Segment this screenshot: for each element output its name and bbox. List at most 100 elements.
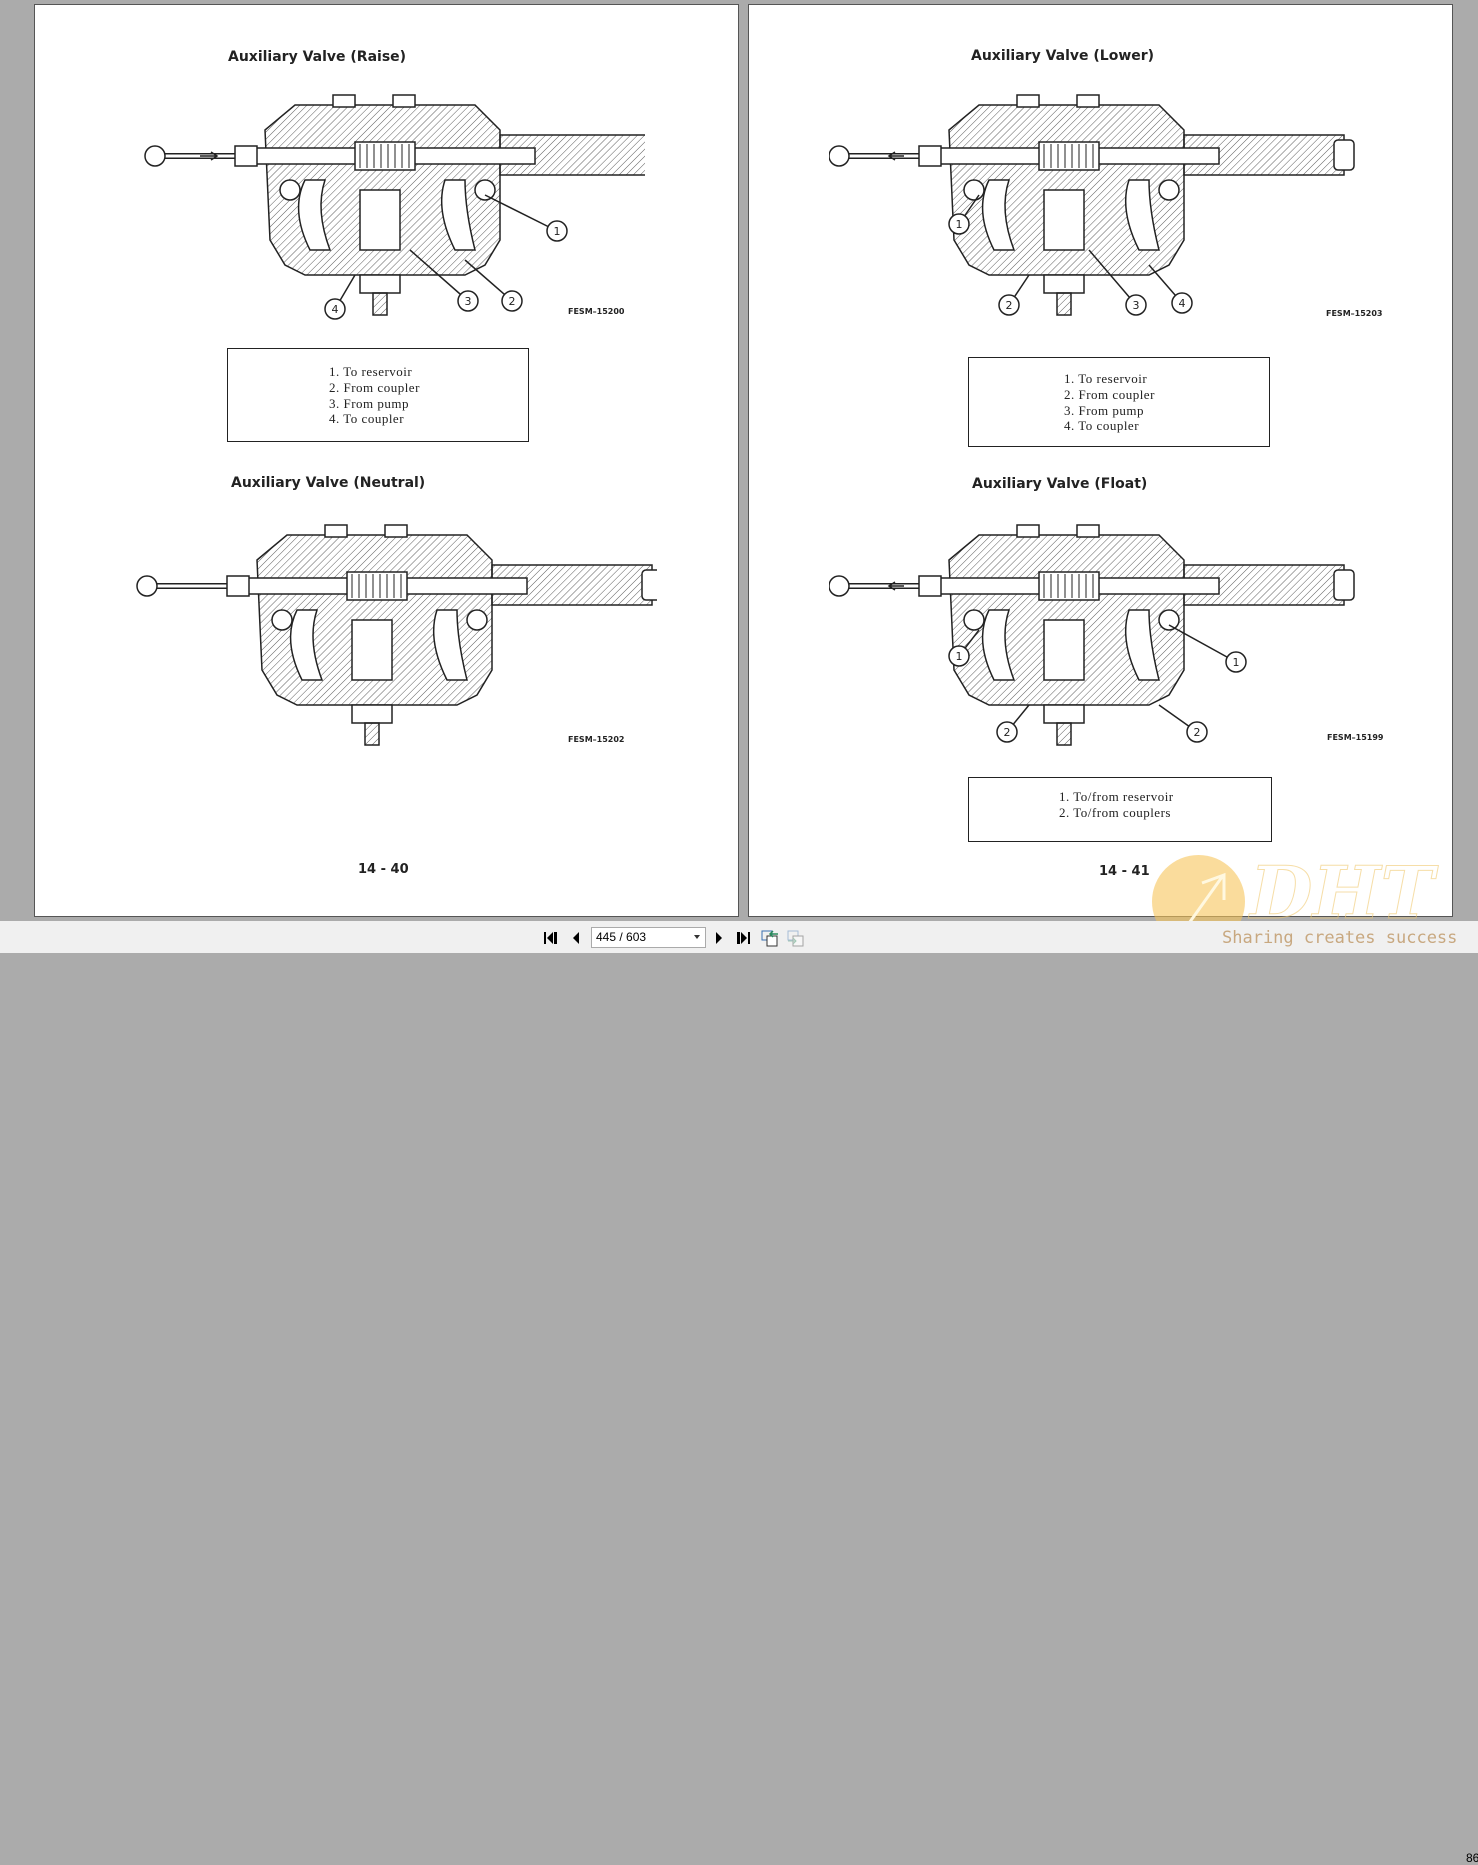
legend-item: 2. From coupler [329,379,420,395]
callout-number: 2 [1004,726,1011,739]
legend-item: 3. From pump [329,395,410,411]
port-left [271,609,293,631]
callout-circle [1125,294,1147,316]
end-cap [641,569,657,601]
callout-circle [1171,292,1193,314]
legend-item: 1. To reservoir [329,364,413,379]
chevron-down-icon[interactable] [694,935,700,939]
check-valve-cavity [351,619,393,681]
end-cap [1333,569,1355,601]
flow-arrow-right [200,151,219,161]
bottom-stud [1056,722,1072,746]
clevis [918,145,942,167]
figure-number: FESM–15200 [568,307,625,316]
check-valve-cavity [1043,619,1085,681]
legend-item: 2. To/from couplers [1059,804,1171,820]
passage-left [289,609,324,681]
top-bolt [1076,524,1100,538]
top-bolt [1076,94,1100,108]
first-page-icon[interactable] [542,929,560,947]
legend-item: 2. From coupler [1064,386,1155,402]
last-page-icon[interactable] [734,929,752,947]
callout-number: 1 [554,225,561,238]
clevis [234,145,258,167]
top-bolt [1016,94,1040,108]
bottom-stud [372,292,388,316]
callout-number: 3 [1133,299,1140,312]
port-left [279,179,301,201]
callout-leader [1088,249,1137,306]
legend-item: 4. To coupler [329,411,405,427]
figure-title: Auxiliary Valve (Neutral) [231,475,426,491]
go-back-view-icon[interactable] [761,929,779,947]
callout-leader [409,249,469,302]
bottom-stud [1056,292,1072,316]
passage-left [297,179,332,251]
passage-left [981,179,1016,251]
passage-left [981,609,1016,681]
callout-circle [996,721,1018,743]
legend-box: 1. To/from reservoir 2. To/from couplers [968,777,1272,842]
bottom-stud [364,722,380,746]
legend-item: 4. To coupler [1064,418,1140,434]
callout-number: 2 [1194,726,1201,739]
clevis [226,575,250,597]
check-valve-cavity [359,189,401,251]
callout-leader [484,194,558,232]
handle-knob [829,145,850,167]
callout-number: 4 [332,303,339,316]
flow-arrow-left [887,581,904,591]
pdf-toolbar: 445 / 603 86 [0,921,1478,1865]
legend-item: 1. To reservoir [1064,371,1148,386]
top-bolt [392,94,416,108]
end-cap [1333,139,1355,171]
callout-number: 3 [465,295,472,308]
top-bolt [332,94,356,108]
callout-circle [457,290,479,312]
page-number-input[interactable]: 445 / 603 [591,927,706,948]
figure-title: Auxiliary Valve (Float) [972,476,1148,492]
callout-circle [1225,651,1247,673]
passage-right [1124,609,1160,681]
page-indicator: 445 / 603 [596,930,647,944]
spool-lands [346,571,408,601]
top-bolt [384,524,408,538]
valve-diagram-neutral [136,524,657,746]
handle-knob [136,575,158,597]
callout-circle [1186,721,1208,743]
figure-title: Auxiliary Valve (Raise) [228,49,407,65]
page-number: 14 - 41 [1099,864,1150,879]
passage-right [1124,179,1160,251]
bottom-nut [1043,704,1085,724]
callout-circle [501,290,523,312]
callout-number: 2 [1006,299,1013,312]
figure-number: FESM–15199 [1327,733,1384,742]
port-right [466,609,488,631]
spool-lands [354,141,416,171]
legend-item: 3. From pump [1064,402,1145,418]
handle-knob [144,145,166,167]
port-left [963,179,985,201]
check-valve-cavity [1043,189,1085,251]
go-forward-view-icon[interactable] [787,929,805,947]
callout-circle [324,298,346,320]
bottom-nut [351,704,393,724]
callout-number: 4 [1179,297,1186,310]
legend-box: 1. To reservoir 2. From coupler 3. From … [227,348,529,442]
prev-page-icon[interactable] [567,929,585,947]
callout-circle [998,294,1020,316]
port-right [474,179,496,201]
top-bolt [324,524,348,538]
next-page-icon[interactable] [710,929,728,947]
legend-item: 1. To/from reservoir [1059,789,1174,804]
clevis [918,575,942,597]
passage-right [432,609,468,681]
bottom-nut [359,274,401,294]
callout-circle [948,213,970,235]
